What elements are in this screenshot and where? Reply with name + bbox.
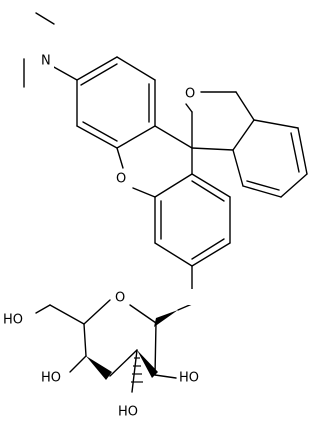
chemical-structure-diagram: N O O O HO HO HO HO [2,12,308,420]
hydroxyl-c4-label: HO [41,371,61,386]
pyranose-ring [83,299,178,380]
diethylamino-group [23,12,78,88]
hydroxyl-c2-label: HO [179,371,199,386]
xanthene-central-ring [116,125,193,198]
upper-benzene-ring [76,56,156,149]
nitrogen-label: N [41,54,51,69]
isobenzofuran-ring [185,91,308,198]
sugar-substituents [35,304,177,393]
pyranose-oxygen-label: O [115,291,125,306]
atom-labels: N O O O HO HO HO HO [2,53,204,420]
hashed-bond-c3 [131,357,143,383]
hydroxyl-c3-label: HO [118,405,138,420]
xanthene-oxygen-label: O [116,172,126,187]
lower-benzene-ring [154,173,231,267]
spiro-ether-oxygen-label: O [185,87,195,102]
hydroxyl-ch2oh-label: HO [3,313,23,328]
